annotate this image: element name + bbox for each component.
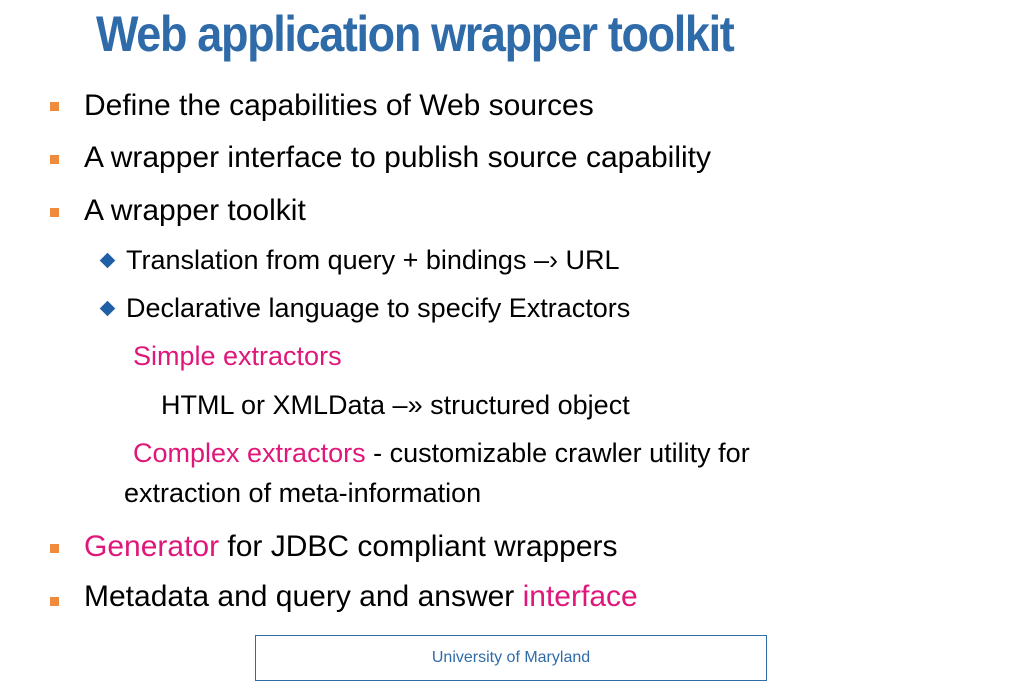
- metadata-text: Metadata and query and answer: [84, 580, 523, 613]
- bullet-metadata: Metadata and query and answer interface: [84, 579, 638, 615]
- square-bullet-icon: [50, 544, 59, 553]
- complex-extractors-description-cont: extraction of meta-information: [124, 478, 482, 508]
- square-bullet-icon: [50, 597, 59, 606]
- bullet-generator: Generator for JDBC compliant wrappers: [84, 529, 618, 565]
- bullet-wrapper-interface: A wrapper interface to publish source ca…: [84, 141, 712, 174]
- bullet-capabilities: Define the capabilities of Web sources: [84, 89, 594, 122]
- slide-title: Web application wrapper toolkit: [96, 6, 735, 62]
- square-bullet-icon: [50, 155, 59, 164]
- complex-extractors-label: Complex extractors: [133, 438, 366, 468]
- diamond-bullet-icon: [99, 252, 116, 269]
- metadata-highlight: interface: [522, 580, 638, 613]
- simple-extractors-label: Simple extractors: [133, 341, 342, 371]
- square-bullet-icon: [50, 102, 59, 111]
- complex-extractors-line: Complex extractors - customizable crawle…: [133, 437, 750, 469]
- simple-extractors-description: HTML or XMLData –» structured object: [161, 390, 630, 420]
- sub-bullet-translation: Translation from query + bindings –› URL: [126, 245, 620, 275]
- square-bullet-icon: [50, 208, 59, 217]
- complex-extractors-description: - customizable crawler utility for: [365, 438, 750, 468]
- footer-text: University of Maryland: [431, 649, 591, 666]
- footer-box: University of Maryland: [255, 635, 767, 681]
- generator-label: Generator: [84, 530, 220, 563]
- diamond-bullet-icon: [99, 300, 116, 317]
- bullet-wrapper-toolkit: A wrapper toolkit: [84, 194, 306, 227]
- sub-bullet-declarative: Declarative language to specify Extracto…: [126, 293, 631, 323]
- generator-text: for JDBC compliant wrappers: [219, 530, 618, 563]
